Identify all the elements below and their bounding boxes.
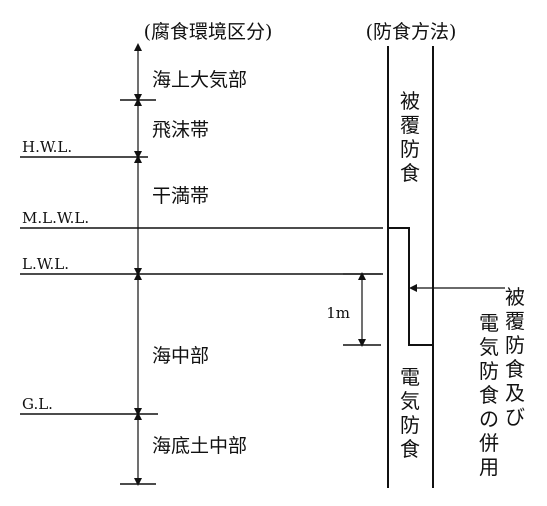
combined-char: び xyxy=(505,405,525,429)
combined-label-col2: 電 気 防 食 の 併 用 xyxy=(479,311,499,479)
zone-buried: 海底土中部 xyxy=(152,435,247,457)
coating-char: 被 xyxy=(400,89,420,113)
coating-char: 防 xyxy=(400,137,420,161)
combined-char: 併 xyxy=(479,431,499,455)
method-boundary xyxy=(388,227,433,346)
mlwl-label: M.L.W.L. xyxy=(22,209,89,227)
coating-label: 被 覆 防 食 xyxy=(400,89,420,185)
combined-char: 気 xyxy=(479,335,499,359)
combined-char: 食 xyxy=(479,383,499,407)
coating-char: 覆 xyxy=(400,113,420,137)
hwl-label: H.W.L. xyxy=(22,138,72,156)
zone-header: (腐食環境区分) xyxy=(144,21,273,43)
dim-label: 1m xyxy=(326,304,350,322)
combined-char: 防 xyxy=(479,359,499,383)
combined-char: 及 xyxy=(505,381,525,405)
combined-char: 用 xyxy=(479,455,499,479)
cathodic-label: 電 気 防 食 xyxy=(400,365,420,461)
coating-char: 食 xyxy=(400,161,420,185)
zone-sea-air: 海上大気部 xyxy=(152,69,247,91)
lwl-label: L.W.L. xyxy=(22,255,69,273)
combined-char: 覆 xyxy=(505,309,525,333)
zone-submerged: 海中部 xyxy=(152,345,209,367)
cathodic-char: 食 xyxy=(400,437,420,461)
cathodic-char: 気 xyxy=(400,389,420,413)
zone-tidal: 干満帯 xyxy=(152,185,209,207)
combined-char: 食 xyxy=(505,357,525,381)
combined-char: 被 xyxy=(505,285,525,309)
method-header: (防食方法) xyxy=(366,21,457,43)
cathodic-char: 防 xyxy=(400,413,420,437)
cathodic-char: 電 xyxy=(400,365,420,389)
combined-char: 電 xyxy=(479,311,499,335)
combined-char: 防 xyxy=(505,333,525,357)
gl-label: G.L. xyxy=(22,395,53,413)
combined-char: の xyxy=(479,407,499,431)
zone-splash: 飛沫帯 xyxy=(152,119,209,141)
combined-label-col1: 被 覆 防 食 及 び xyxy=(505,285,525,429)
